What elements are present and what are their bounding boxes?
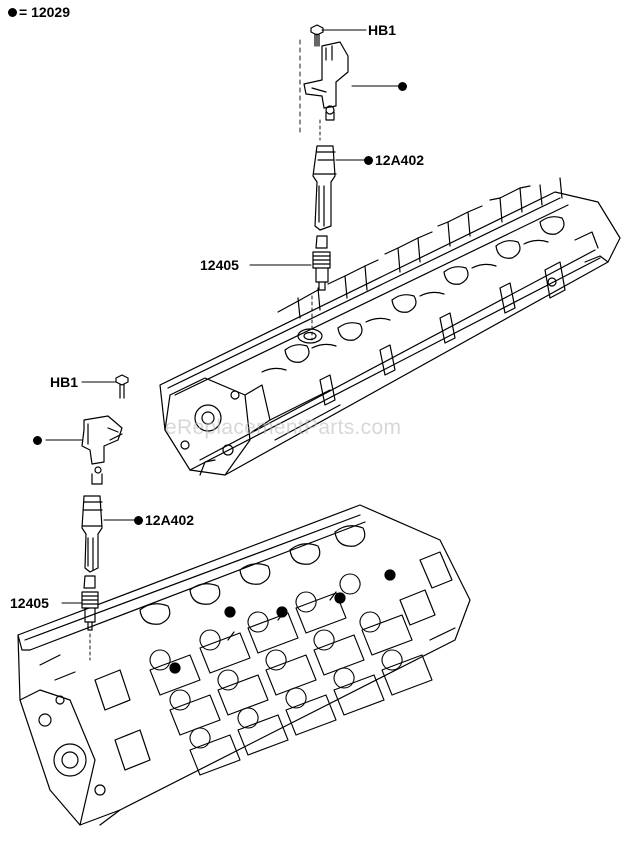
callout-top-12405: 12405 bbox=[200, 257, 239, 273]
dot-icon bbox=[134, 515, 143, 525]
leader-lines bbox=[45, 29, 399, 604]
callout-bottom-12405: 12405 bbox=[10, 595, 49, 611]
legend: = 12029 bbox=[8, 4, 70, 20]
lower-cylinder-head bbox=[17, 504, 471, 826]
callout-bottom-dot bbox=[33, 432, 44, 448]
callout-bottom-hb1: HB1 bbox=[50, 374, 79, 390]
upper-coil-assembly bbox=[299, 24, 349, 341]
callout-top-12a402: 12A402 bbox=[364, 152, 424, 168]
legend-bullet-icon bbox=[8, 7, 17, 17]
legend-text: = 12029 bbox=[19, 4, 70, 20]
upper-cylinder-head bbox=[159, 177, 621, 476]
callout-top-dot bbox=[398, 78, 409, 94]
watermark: eReplacementParts.com bbox=[165, 416, 402, 439]
dot-icon bbox=[364, 155, 373, 165]
callout-top-hb1: HB1 bbox=[368, 22, 397, 38]
callout-bottom-12a402-text: 12A402 bbox=[145, 512, 195, 528]
callout-bottom-12a402: 12A402 bbox=[134, 512, 194, 528]
lower-coil-assembly bbox=[81, 374, 129, 661]
dot-icon bbox=[398, 81, 407, 91]
dot-icon bbox=[33, 435, 42, 445]
callout-top-12a402-text: 12A402 bbox=[375, 152, 425, 168]
